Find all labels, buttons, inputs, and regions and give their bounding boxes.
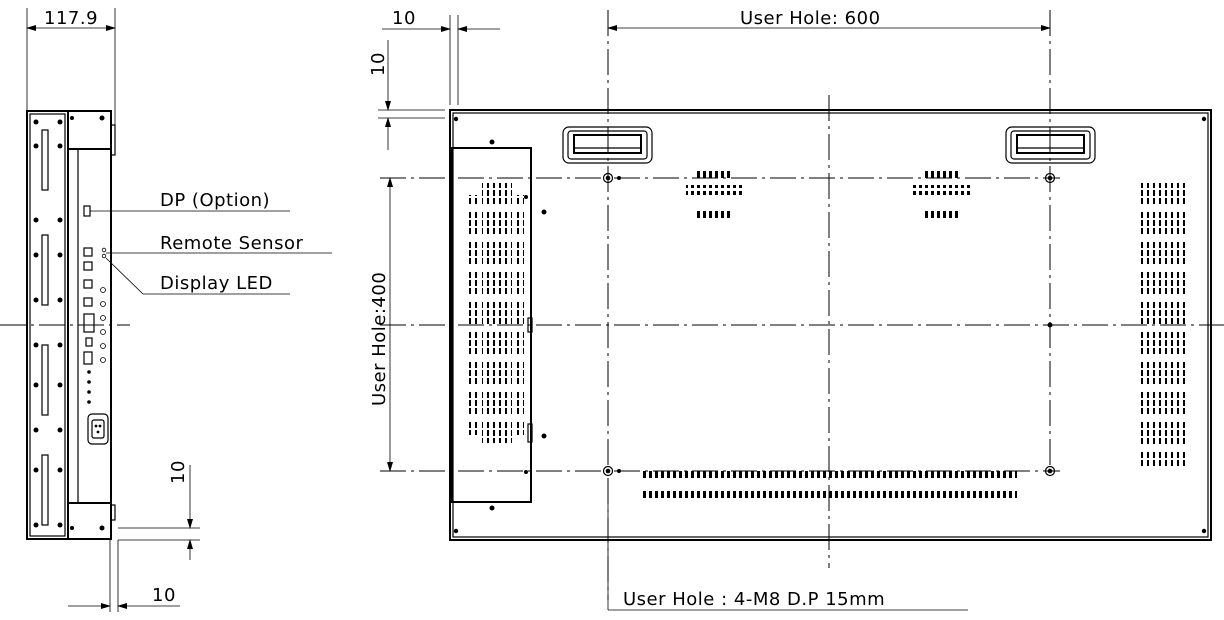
remote-sensor-label: Remote Sensor xyxy=(160,233,303,254)
remote-sensor-callout: Remote Sensor xyxy=(106,233,332,254)
user-hole-spec-callout: User Hole : 4-M8 D.P 15mm xyxy=(607,478,968,611)
top-horizontal-label: 10 xyxy=(392,8,416,29)
user-hole-height-label: User Hole:400 xyxy=(369,272,390,406)
user-hole-width-dimension: User Hole: 600 xyxy=(607,8,1051,31)
dp-option-label: DP (Option) xyxy=(160,190,270,211)
display-led-callout: Display LED xyxy=(105,257,290,295)
user-hole-spec-label: User Hole : 4-M8 D.P 15mm xyxy=(623,589,885,610)
user-hole-height-dimension: User Hole:400 xyxy=(369,177,393,472)
top-horizontal-dimension: 10 xyxy=(382,8,500,105)
side-screws xyxy=(33,115,105,531)
side-connectors xyxy=(83,205,109,445)
side-depth-dimension: 117.9 xyxy=(26,8,116,140)
side-bottom-vertical-dimension: 10 xyxy=(118,460,200,560)
side-view: 117.9 xyxy=(0,8,332,612)
side-depth-label: 117.9 xyxy=(44,8,98,29)
top-vertical-dimension: 10 xyxy=(368,40,445,150)
user-hole-width-label: User Hole: 600 xyxy=(740,8,881,29)
side-bottom-horizontal-dimension: 10 xyxy=(68,540,180,612)
dp-option-callout: DP (Option) xyxy=(90,190,290,212)
vent-clusters xyxy=(643,170,1186,500)
top-vertical-label: 10 xyxy=(368,52,389,76)
electronics-box xyxy=(451,139,547,511)
display-led-label: Display LED xyxy=(160,273,273,294)
mounting-holes xyxy=(380,10,1060,600)
side-bottom-horizontal-label: 10 xyxy=(152,585,176,606)
side-bottom-vertical-label: 10 xyxy=(168,460,189,484)
rear-view: User Hole: 600 User Hole:400 10 10 xyxy=(368,8,1224,611)
